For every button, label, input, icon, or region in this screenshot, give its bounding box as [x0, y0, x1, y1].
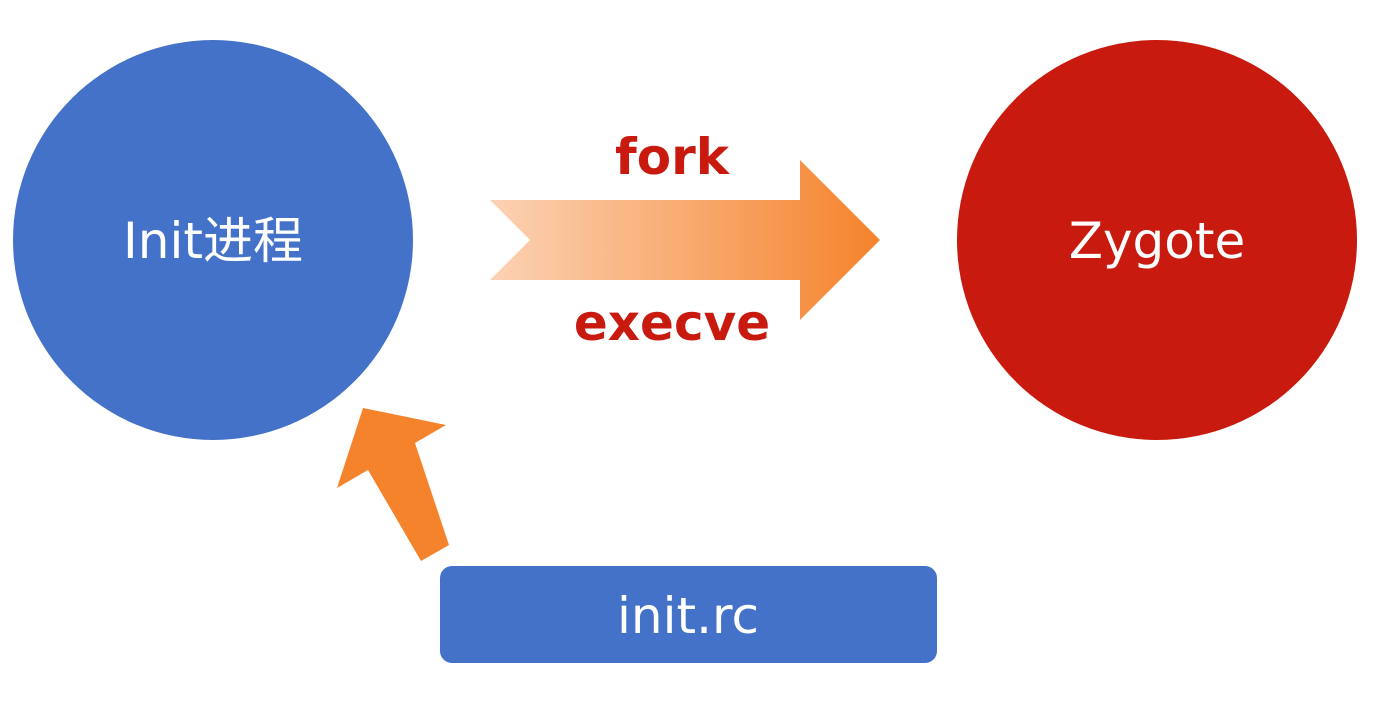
init-process-label: Init进程 — [123, 212, 303, 270]
zygote-label: Zygote — [1069, 212, 1246, 270]
init-rc-label: init.rc — [617, 587, 759, 645]
init-rc-to-init-arrow — [337, 408, 449, 561]
execve-label: execve — [574, 294, 770, 352]
init-process-node: Init进程 — [13, 40, 413, 440]
init-process-circle — [13, 40, 413, 440]
zygote-circle — [957, 40, 1357, 440]
init-rc-node: init.rc — [440, 566, 937, 663]
init-rc-box — [440, 566, 937, 663]
fork-execve-edge: fork execve — [490, 128, 880, 352]
zygote-node: Zygote — [957, 40, 1357, 440]
fork-execve-arrow — [490, 160, 880, 320]
fork-label: fork — [615, 128, 731, 186]
